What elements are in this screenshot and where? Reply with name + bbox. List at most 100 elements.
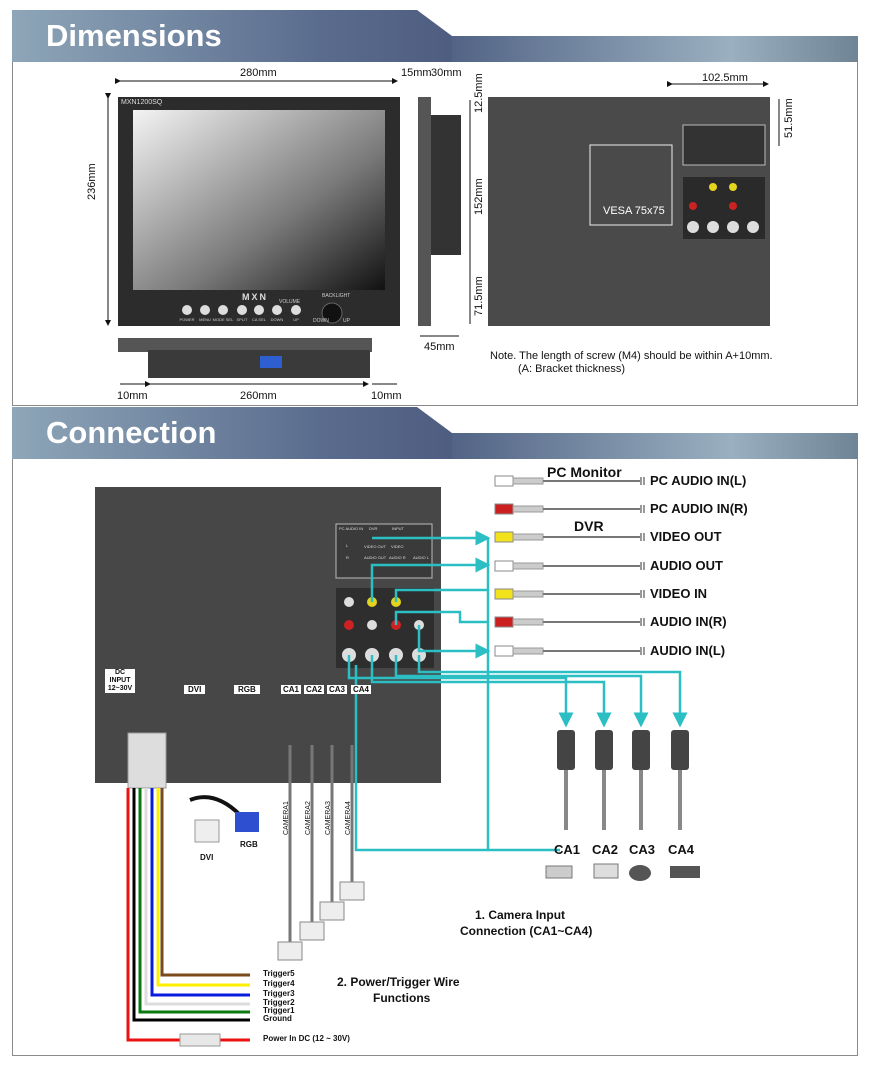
plug-label: AUDIO IN(L) <box>650 643 726 658</box>
jp-input: INPUT <box>392 526 404 531</box>
connection-panel <box>12 459 858 1056</box>
rgb-port-label: RGB <box>234 685 260 694</box>
backlight-up-label: UP <box>343 318 350 324</box>
connection-header: Connection <box>12 407 858 459</box>
ca1-port-label: CA1 <box>281 685 302 694</box>
camera-caption-2: Connection (CA1~CA4) <box>460 924 593 938</box>
front-button-label: MENU <box>199 317 211 322</box>
dim-depth-front: 15mm <box>401 67 432 79</box>
volume-label: VOLUME <box>279 299 301 305</box>
rca-plug <box>494 616 645 628</box>
jp-r: R <box>346 555 349 560</box>
front-button-label: SPLIT <box>236 317 248 322</box>
camera-cable-label: CAMERA2 <box>305 801 312 835</box>
vesa-label: VESA 75x75 <box>603 205 665 217</box>
brand-logo: MXN <box>242 292 268 302</box>
wire-label: Trigger3 <box>263 989 295 998</box>
note-line-2: (A: Bracket thickness) <box>518 363 625 375</box>
dim-bottom-offset: 71.5mm <box>473 276 485 316</box>
jp-dvr: DVR <box>369 526 378 531</box>
dim-bottom-right: 10mm <box>371 390 402 402</box>
dim-total-depth: 45mm <box>424 341 455 353</box>
camera-label: CA3 <box>629 842 656 857</box>
dim-height: 236mm <box>86 163 98 200</box>
wire-label: Ground <box>263 1014 292 1023</box>
dimensions-title: Dimensions <box>46 18 222 53</box>
trigger-wires <box>126 788 250 1047</box>
rca-plug <box>494 503 645 515</box>
front-button-label: UP <box>293 317 299 322</box>
dimensions-panel <box>12 62 858 406</box>
wire-label: Trigger1 <box>263 1006 295 1015</box>
dimensions-header: Dimensions <box>12 10 858 62</box>
backlight-label: BACKLIGHT <box>322 293 351 299</box>
wire-label: Power In DC (12 ~ 30V) <box>263 1034 350 1043</box>
power-caption-2: Functions <box>373 991 431 1005</box>
rca-plug <box>494 560 645 572</box>
dim-mid-height: 152mm <box>473 178 485 215</box>
camera-cable-label: CAMERA3 <box>325 801 332 835</box>
wire-label: Trigger2 <box>263 998 295 1007</box>
camera-label: CA1 <box>554 842 581 857</box>
dvi-cable-label: DVI <box>200 853 214 862</box>
jp-audio-l: AUDIO L <box>413 555 430 560</box>
plug-label: AUDIO IN(R) <box>650 614 727 629</box>
camera-cable-label: CAMERA4 <box>345 801 352 835</box>
rear-view <box>488 81 780 326</box>
front-button-label: MODE SEL <box>212 317 234 322</box>
front-button-label: POWER <box>179 317 195 322</box>
dim-vesa-x: 102.5mm <box>702 72 748 84</box>
dim-depth-back: 30mm <box>431 67 462 79</box>
jp-audio-r: AUDIO R <box>389 555 406 560</box>
front-view <box>118 97 400 326</box>
pc-monitor-group-label: PC Monitor <box>547 464 622 480</box>
plug-label: PC AUDIO IN(L) <box>650 473 747 488</box>
side-view <box>418 97 471 337</box>
ca3-port-label: CA3 <box>327 685 348 694</box>
dim-bottom-left: 10mm <box>117 390 148 402</box>
dim-bottom-mid: 260mm <box>240 390 277 402</box>
plug-label: PC AUDIO IN(R) <box>650 501 748 516</box>
camera-label: CA4 <box>668 842 695 857</box>
dvr-group-label: DVR <box>574 518 604 534</box>
rgb-cable-label: RGB <box>240 840 258 849</box>
model-label: MXN1200SQ <box>121 99 163 106</box>
rca-plug <box>494 475 645 487</box>
plug-label: VIDEO OUT <box>650 529 722 544</box>
dim-top-offset: 12.5mm <box>473 73 485 113</box>
connection-title: Connection <box>46 415 217 450</box>
rca-plugs <box>494 475 645 657</box>
wire-label: Trigger5 <box>263 969 295 978</box>
ca2-port-label: CA2 <box>304 685 325 694</box>
jp-audio-out: AUDIO OUT <box>364 555 387 560</box>
camera-icons <box>545 863 700 881</box>
wire-label: Trigger4 <box>263 979 295 988</box>
camera-label: CA2 <box>592 842 619 857</box>
camera-caption-1: 1. Camera Input <box>475 908 566 922</box>
rca-plug <box>494 588 645 600</box>
ca4-port-label: CA4 <box>351 685 372 694</box>
jp-l: L <box>346 543 349 548</box>
front-button-label: DOWN <box>270 317 284 322</box>
dim-vesa-y: 51.5mm <box>783 98 795 138</box>
plug-label: VIDEO IN <box>650 586 708 601</box>
jp-video-out: VIDEO OUT <box>364 544 387 549</box>
jp-pc-audio: PC AUDIO IN <box>339 526 364 531</box>
connection-lines <box>347 530 688 852</box>
power-connector <box>127 732 167 789</box>
camera-connectors <box>557 730 689 830</box>
plug-label: AUDIO OUT <box>650 558 723 573</box>
bottom-view <box>118 338 397 387</box>
note-line-1: Note. The length of screw (M4) should be… <box>490 350 773 362</box>
jp-video: VIDEO <box>391 544 404 549</box>
rca-plug <box>494 645 645 657</box>
camera-cables <box>277 745 365 961</box>
front-button-label: CA SEL <box>251 317 266 322</box>
dvi-port-label: DVI <box>184 685 206 694</box>
power-caption-1: 2. Power/Trigger Wire <box>337 975 460 989</box>
dc-input-label: DC INPUT 12~30V <box>105 669 135 693</box>
dim-width: 280mm <box>240 67 277 79</box>
backlight-down-label: DOWN <box>313 318 329 324</box>
